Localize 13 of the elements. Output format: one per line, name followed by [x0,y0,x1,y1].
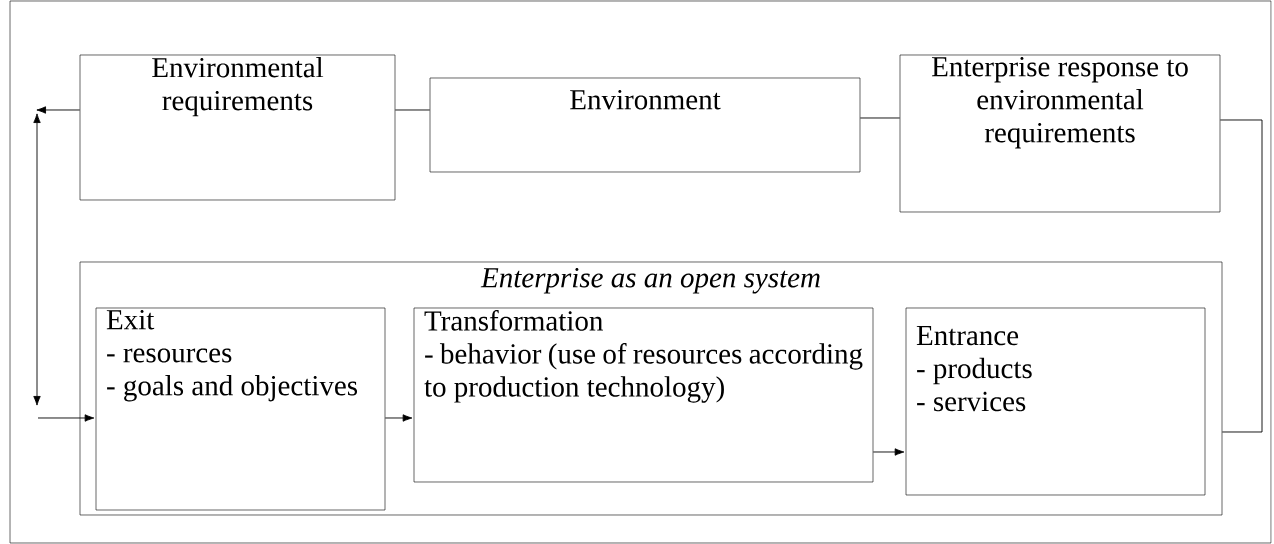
process-box: Environmental requirements [79,54,396,201]
arrow [872,448,905,456]
connector-line [1219,119,1263,433]
process-box: Environment [429,77,861,173]
arrow [36,106,81,114]
arrow [384,414,413,422]
connector-line [394,109,431,111]
connector-line [859,117,901,119]
process-box: Enterprise response to environmental requirements [899,54,1221,213]
arrow [37,414,95,422]
process-box: Transformation - behavior (use of resources according to production technology) [413,307,874,483]
process-box: Entrance - products - services [905,307,1206,496]
process-box: Exit - resources - goals and objectives [95,307,386,511]
